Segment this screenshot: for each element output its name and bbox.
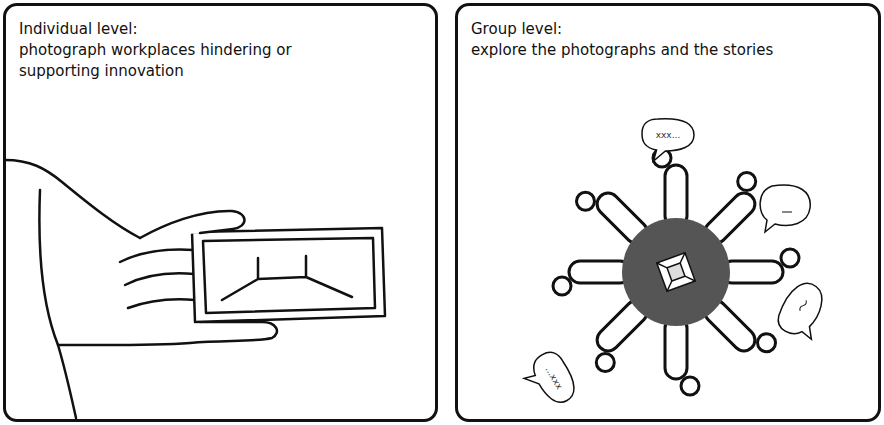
heading-text: explore the photographs and the stories	[471, 40, 866, 61]
speech-bubble: xxx...	[642, 119, 694, 151]
heading-title: Group level:	[471, 19, 866, 40]
comic-panel: Individual level:photograph workplaces h…	[3, 3, 438, 422]
comic-panel: Group level:explore the photographs and …	[455, 3, 881, 422]
speech-bubble: ...xxx	[527, 347, 581, 408]
bubble-text: ...xxx	[527, 347, 581, 408]
heading-title: Individual level:	[19, 19, 349, 40]
panel-heading: Group level:explore the photographs and …	[471, 19, 866, 61]
panel-heading: Individual level:photograph workplaces h…	[19, 19, 349, 82]
heading-text: photograph workplaces hindering or suppo…	[19, 40, 349, 82]
bubble-text: xxx...	[642, 119, 694, 151]
